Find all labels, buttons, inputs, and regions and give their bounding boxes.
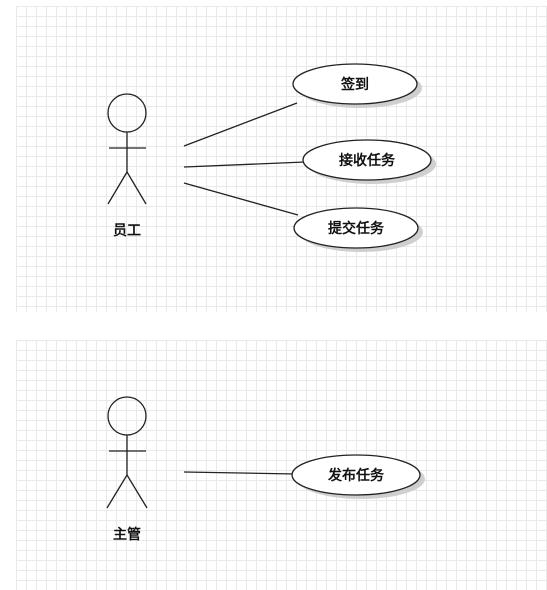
use-case-receive-task[interactable]: 接收任务 xyxy=(302,139,436,184)
actor-left-leg xyxy=(107,171,128,205)
actor-left-leg xyxy=(106,474,128,509)
use-case-ellipse xyxy=(292,63,418,105)
use-case-label: 发布任务 xyxy=(327,467,385,483)
use-case-ellipse xyxy=(302,139,432,181)
use-case-publish-task[interactable]: 发布任务 xyxy=(291,454,425,499)
use-case-sign-in[interactable]: 签到 xyxy=(292,63,422,108)
association-line xyxy=(183,102,298,147)
use-case-label: 提交任务 xyxy=(328,220,385,236)
actor-head xyxy=(107,93,147,133)
association-line xyxy=(183,182,299,216)
actor-label: 员工 xyxy=(113,222,141,238)
grid-panel-top xyxy=(16,6,547,312)
actor-manager[interactable]: 主管 xyxy=(106,396,148,542)
grid-panel-bottom xyxy=(16,340,547,590)
use-case-label: 接收任务 xyxy=(339,152,396,168)
actor-right-leg xyxy=(126,171,147,205)
actor-head xyxy=(107,396,147,436)
actor-employee[interactable]: 员工 xyxy=(107,93,147,238)
use-case-label: 签到 xyxy=(340,76,369,92)
actor-right-leg xyxy=(126,474,148,509)
association-line xyxy=(183,471,297,475)
actor-label: 主管 xyxy=(113,526,141,542)
use-case-submit-task[interactable]: 提交任务 xyxy=(293,207,423,252)
association-line xyxy=(183,161,306,168)
use-case-ellipse xyxy=(291,454,421,496)
use-case-ellipse xyxy=(293,207,419,249)
